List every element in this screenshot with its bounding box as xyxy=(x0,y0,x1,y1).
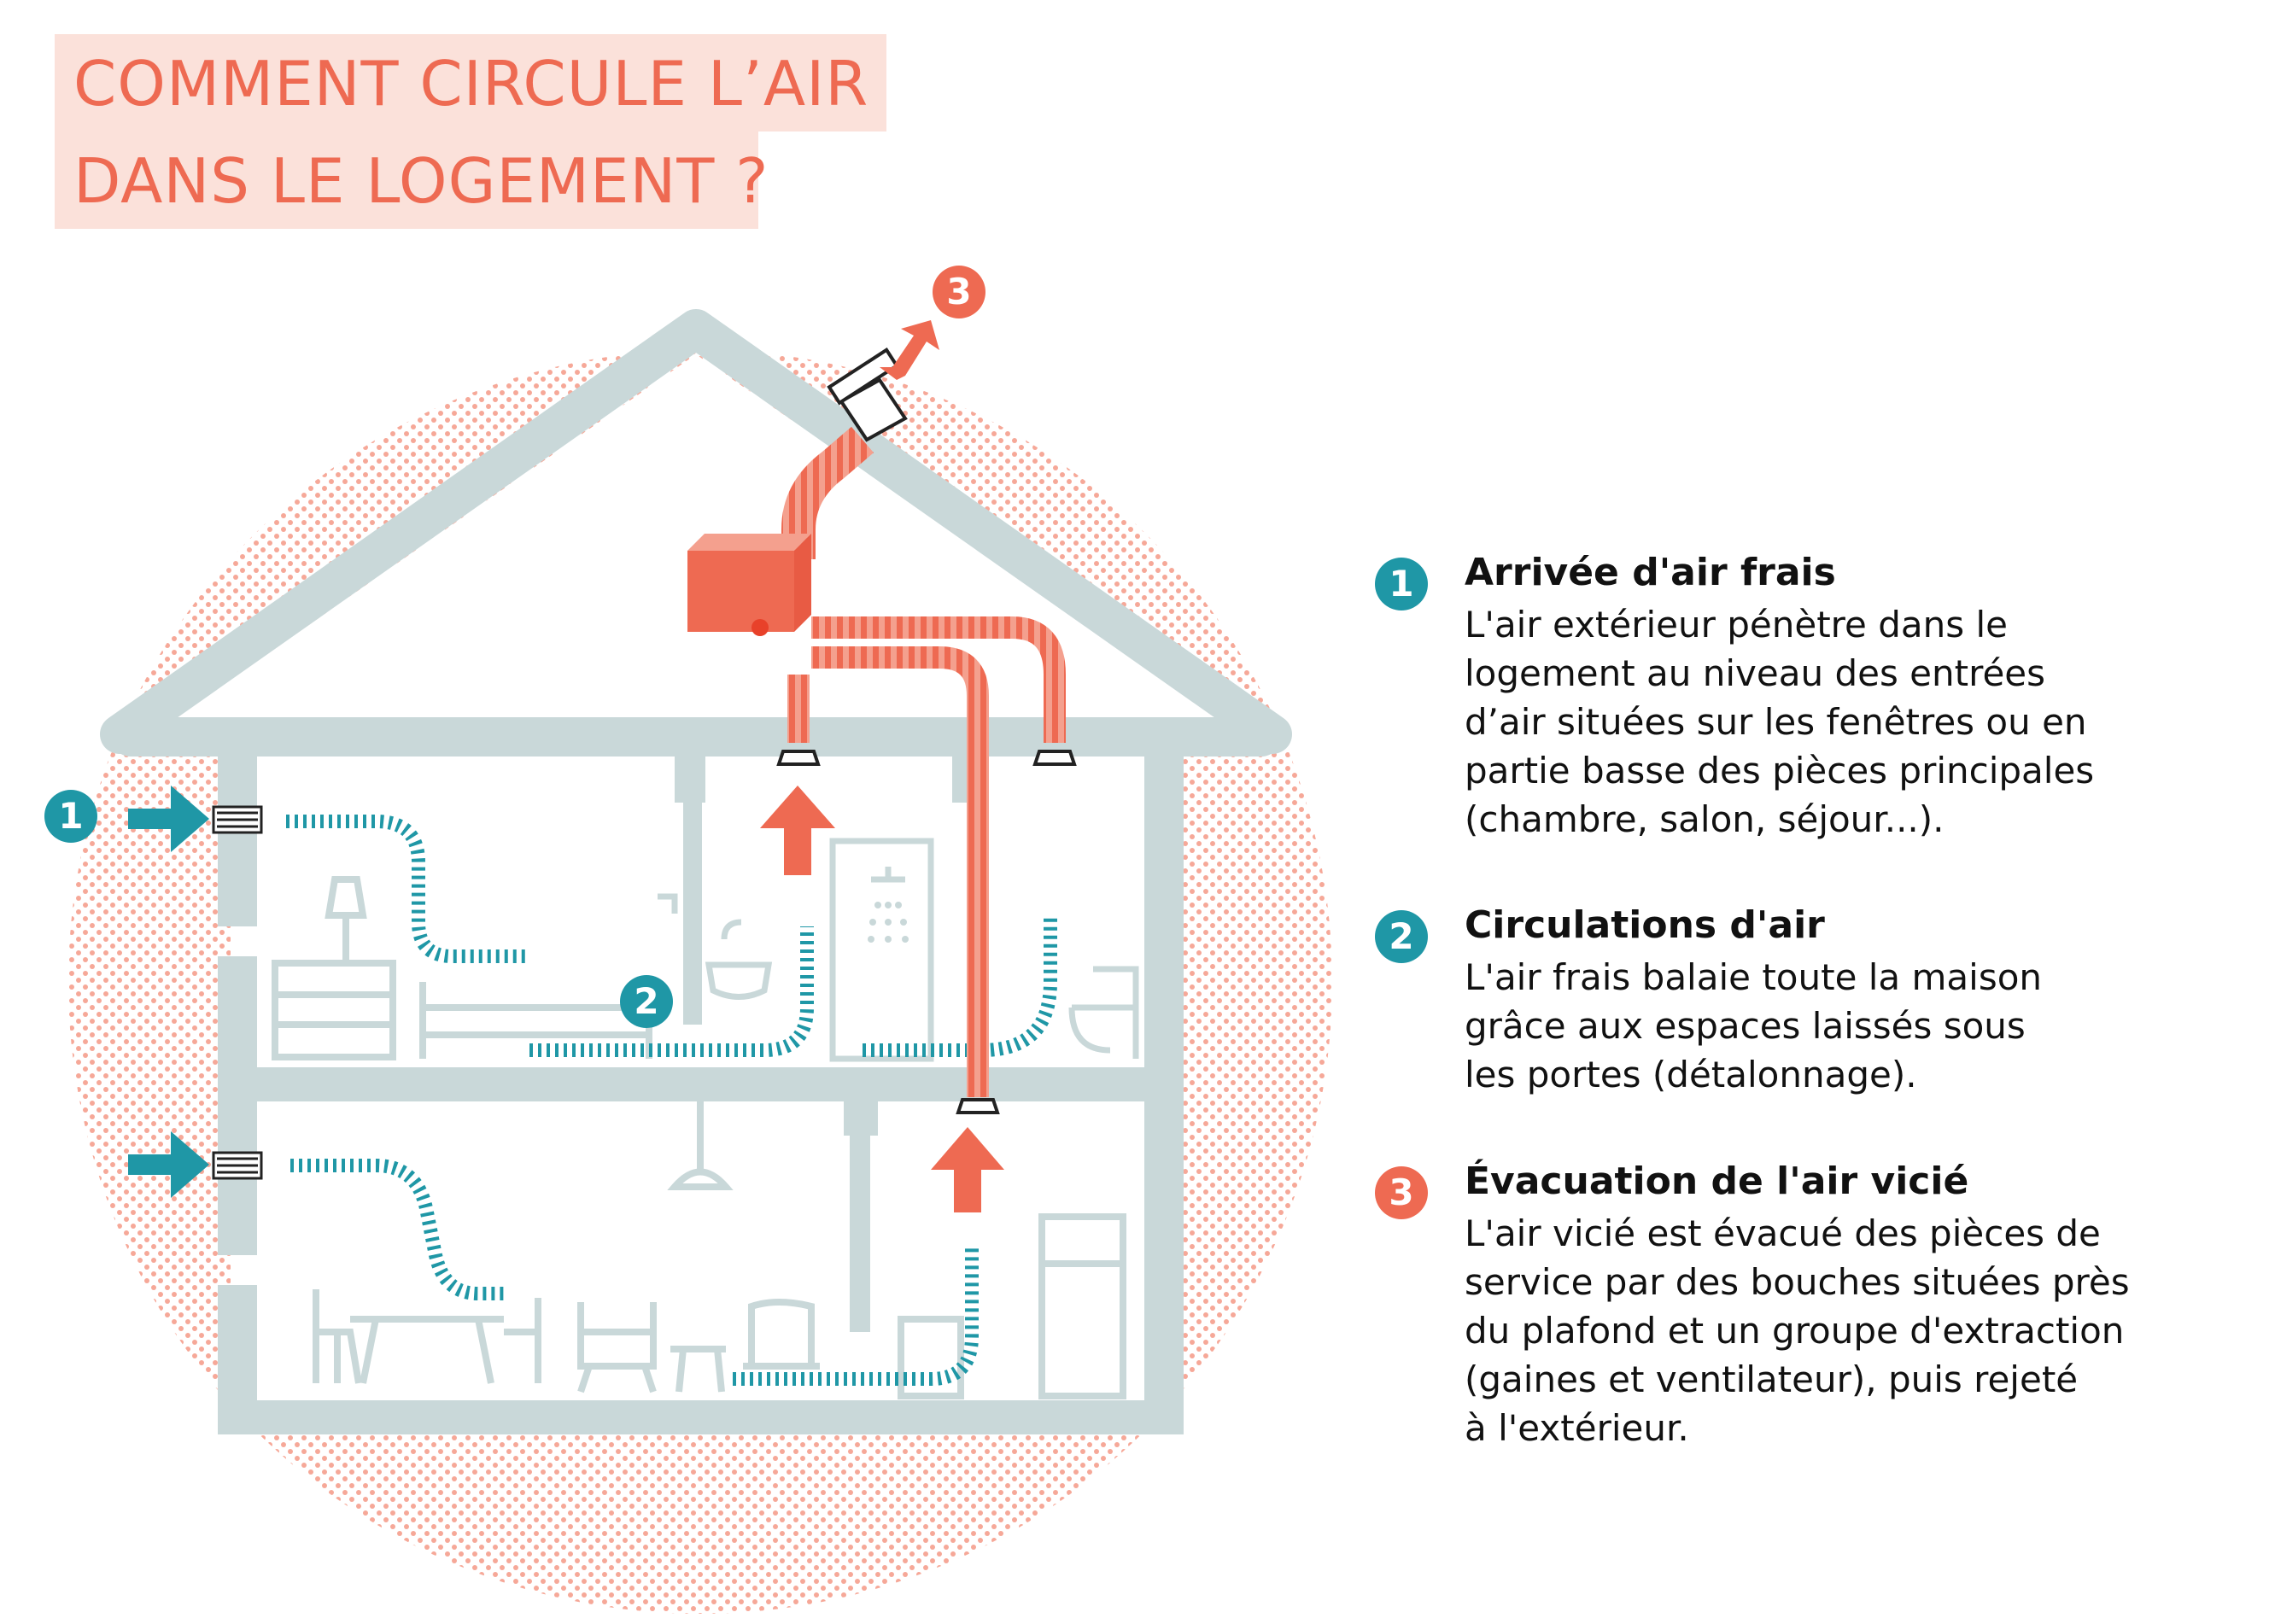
shower-drops xyxy=(868,902,909,943)
extract-vent-bathroom xyxy=(776,750,821,766)
ground-floor-furniture xyxy=(313,1101,1126,1399)
left-wall-mid xyxy=(218,956,257,1255)
partition-1-upper xyxy=(675,751,705,803)
extraction-ducts xyxy=(781,426,1066,1097)
air-inlet-top xyxy=(212,805,263,834)
badge-fresh-air-intake: 1 xyxy=(44,790,97,843)
left-wall-upper xyxy=(218,751,257,926)
fresh-air-arrow-top xyxy=(128,786,209,852)
airflow-circulation xyxy=(286,815,1057,1386)
partition-3-upper xyxy=(844,1101,878,1136)
legend-text-3: L'air vicié est évacué des pièces de ser… xyxy=(1465,1212,2130,1449)
legend-title-1: Arrivée d'air frais xyxy=(1465,551,1836,594)
title-block: COMMENT CIRCULE L’AIR DANS LE LOGEMENT ? xyxy=(55,34,886,229)
badge-air-exhaust: 3 xyxy=(933,266,985,318)
exhaust-arrow xyxy=(880,320,939,380)
legend-badge-1: 1 xyxy=(1375,558,1428,610)
roof-exhaust-outlet xyxy=(827,348,908,442)
legend-badge-2: 2 xyxy=(1375,910,1428,963)
legend-badge-3: 3 xyxy=(1375,1166,1428,1219)
legend-text-1: L'air extérieur pénètre dans le logement… xyxy=(1465,604,2095,840)
ground-floor xyxy=(218,1400,1184,1434)
middle-floor xyxy=(218,1067,1184,1101)
bathroom-furniture xyxy=(658,838,1139,1062)
badge-air-circulation: 2 xyxy=(620,975,673,1028)
stale-air-arrow-bathroom xyxy=(760,786,835,875)
attic-floor xyxy=(111,717,1281,757)
air-inlet-bottom xyxy=(212,1151,263,1180)
extract-vent-wc xyxy=(1032,750,1077,766)
legend-text-2: L'air frais balaie toute la maison grâce… xyxy=(1465,956,2043,1095)
roof xyxy=(100,309,1292,754)
partition-1-lower xyxy=(683,803,702,1025)
extract-vent-kitchen xyxy=(956,1098,1000,1114)
title-line-2: DANS LE LOGEMENT ? xyxy=(55,131,768,229)
title-line-1: COMMENT CIRCULE L’AIR xyxy=(55,34,886,131)
fresh-air-arrow-bottom xyxy=(128,1131,209,1198)
extraction-unit xyxy=(687,534,811,636)
legend-title-3: Évacuation de l'air vicié xyxy=(1465,1160,1969,1203)
partition-3-lower xyxy=(850,1136,870,1332)
bedroom-furniture xyxy=(272,876,652,1060)
legend-title-2: Circulations d'air xyxy=(1465,903,1825,947)
stale-air-arrow-kitchen xyxy=(931,1127,1004,1212)
